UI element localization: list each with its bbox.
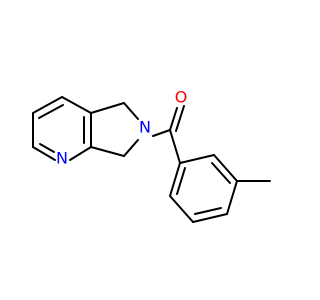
bond-c4-c5-inner (194, 207, 222, 215)
bond-n1-c7a (69, 146, 92, 161)
bond-c5-c6 (169, 195, 194, 223)
atom-label-pyridine-n: N (56, 149, 68, 168)
bond-c1-c7a (90, 146, 125, 157)
bond-c3a-c3 (90, 102, 125, 114)
bond-c4-c5 (192, 213, 228, 223)
bond-c6-c1-inner (176, 167, 186, 195)
bond-c6-n1-inner (39, 143, 55, 153)
pyridine-ring (32, 96, 92, 161)
carbonyl-group (152, 105, 185, 137)
bond-carbonyl-c1prime (169, 129, 181, 164)
bond-n2-carbonyl (152, 129, 171, 137)
bond-c2-c3 (213, 154, 238, 182)
atom-label-amide-n: N (139, 118, 151, 137)
bond-c4-c5 (32, 96, 63, 114)
molecule-structure-drawing: N N O (32, 88, 271, 223)
bond-c3-n2 (123, 102, 139, 120)
bond-c3a-c4 (61, 96, 92, 114)
tolyl-ring (169, 129, 271, 223)
bond-c6-n1 (32, 146, 56, 161)
bond-c6-c1 (169, 162, 181, 197)
bond-n2-c1 (123, 139, 139, 157)
bond-c2-c3-inner (211, 162, 231, 184)
bond-carbonyl-o (169, 107, 178, 131)
bond-carbonyl-o-double (175, 105, 185, 132)
bond-c1-c2 (179, 154, 215, 164)
bond-c3-c4 (226, 180, 238, 215)
pyrroline-ring (90, 102, 139, 157)
bond-c4-c5-inner (38, 104, 64, 119)
atom-label-carbonyl-o: O (175, 88, 188, 107)
